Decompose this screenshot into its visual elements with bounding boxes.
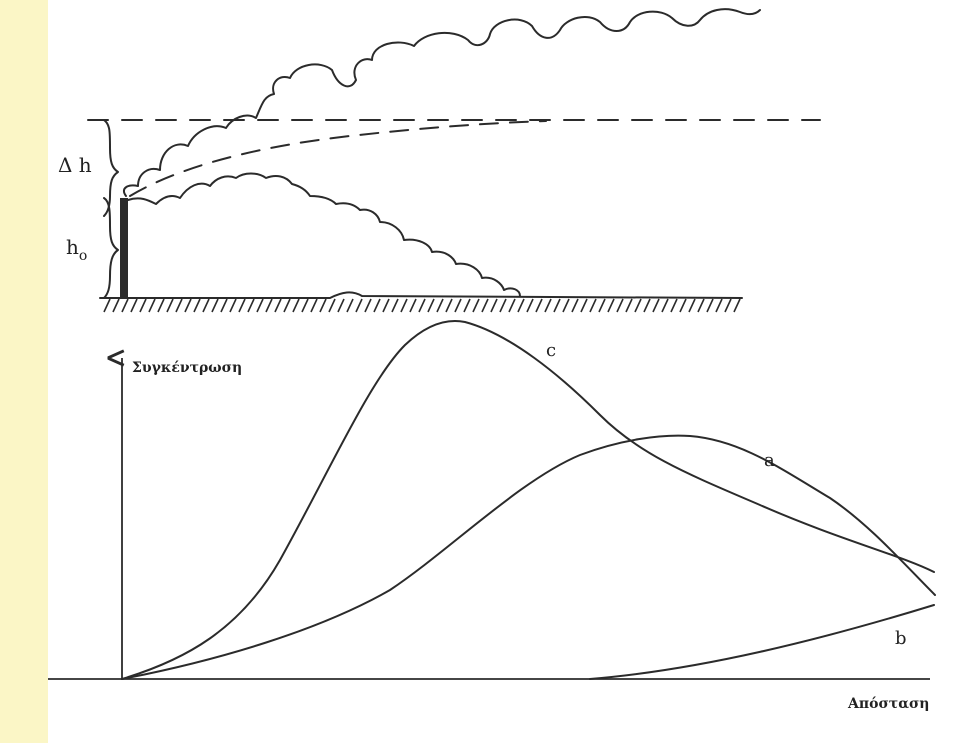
hatch-mark [607,298,615,313]
plume-centerline [129,120,547,197]
curve-c [121,320,935,680]
ground-line [99,291,743,299]
hatch-mark [130,298,138,313]
hatch-mark [652,298,660,313]
hatch-mark [715,298,723,313]
hatch-mark [328,298,336,313]
hatch-mark [697,298,705,313]
hatch-mark [508,298,516,313]
curve-c-label: c [546,340,556,361]
hatch-mark [427,298,435,313]
hatch-mark [337,298,345,313]
left-color-strip [0,0,48,743]
hatch-mark [391,298,399,313]
hatch-mark [292,298,300,313]
hatch-mark [283,298,291,313]
hatch-mark [256,298,264,313]
ground-hatching [103,298,741,313]
hatch-mark [148,298,156,313]
stack-height-label: ho [66,235,87,264]
hatch-mark [481,298,489,313]
hatch-mark [175,298,183,313]
smoke-stack [120,198,128,298]
hatch-mark [472,298,480,313]
curve-a-label: a [764,450,775,471]
hatch-mark [490,298,498,313]
hatch-mark [184,298,192,313]
hatch-mark [382,298,390,313]
hatch-mark [733,298,741,313]
hatch-mark [436,298,444,313]
hatch-mark [166,298,174,313]
hatch-mark [265,298,273,313]
hatch-mark [346,298,354,313]
hatch-mark [499,298,507,313]
hatch-mark [220,298,228,313]
y-axis-label: Συγκέντρωση [132,360,242,376]
hatch-mark [355,298,363,313]
curve-b-label: b [895,628,907,649]
hatch-mark [463,298,471,313]
hatch-mark [445,298,453,313]
hatch-mark [526,298,534,313]
hatch-mark [679,298,687,313]
delta-h-brace [103,119,119,217]
hatch-mark [211,298,219,313]
hatch-mark [589,298,597,313]
hatch-mark [535,298,543,313]
hatch-mark [373,298,381,313]
hatch-mark [643,298,651,313]
hatch-mark [193,298,201,313]
hatch-mark [364,298,372,313]
hatch-mark [247,298,255,313]
curve-b [589,604,935,680]
hatch-mark [400,298,408,313]
hatch-mark [454,298,462,313]
plume-upper-edge [122,8,761,197]
hatch-mark [598,298,606,313]
hatch-mark [202,298,210,313]
hatch-mark [544,298,552,313]
delta-h-label: Δ h [58,153,92,177]
plume-lower-edge [127,172,521,297]
hatch-mark [229,298,237,313]
hatch-mark [517,298,525,313]
hatch-mark [562,298,570,313]
hatch-mark [724,298,732,313]
hatch-mark [580,298,588,313]
curve-a [121,434,936,680]
hatch-mark [139,298,147,313]
hatch-mark [634,298,642,313]
hatch-mark [301,298,309,313]
hatch-mark [121,298,129,313]
hatch-mark [706,298,714,313]
hatch-mark [616,298,624,313]
hatch-mark [274,298,282,313]
hatch-mark [661,298,669,313]
hatch-mark [688,298,696,313]
hatch-mark [310,298,318,313]
hatch-mark [418,298,426,313]
x-axis-label: Απόσταση [847,696,929,712]
plume-illustration: Δ h ho [58,8,821,313]
hatch-mark [319,298,327,313]
hatch-mark [625,298,633,313]
hatch-mark [238,298,246,313]
hatch-mark [553,298,561,313]
hatch-mark [112,298,120,313]
hatch-mark [409,298,417,313]
hatch-mark [103,298,111,313]
stack-height-brace [103,197,119,299]
hatch-mark [571,298,579,313]
hatch-mark [670,298,678,313]
hatch-mark [157,298,165,313]
concentration-graph: Συγκέντρωση Απόσταση c a b [48,320,936,712]
